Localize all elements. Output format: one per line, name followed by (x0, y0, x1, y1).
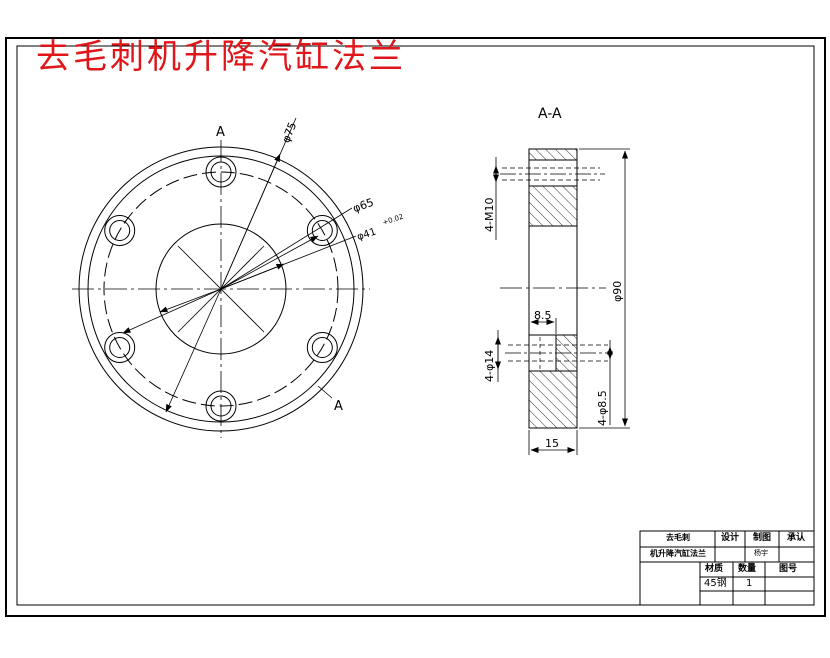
title-block-material-value: 45钢 (704, 578, 727, 589)
title-block-design-label: 设计 (721, 533, 740, 543)
dim-height-label: φ90 (611, 281, 624, 302)
dim-bolt-ray-arrow (220, 235, 319, 290)
hatch-bottom-block (528, 370, 578, 429)
bolt-hole-outer (306, 215, 338, 246)
dim-thread-label: 4-M10 (483, 198, 496, 232)
bolt-hole-outer (306, 332, 338, 363)
dim-bolt-ray-back (122, 288, 222, 334)
hatch-top-strip (528, 148, 578, 161)
title-block-material-label: 材质 (705, 564, 724, 574)
dim-inner-ray-arrow (220, 263, 285, 290)
dim-hole-label: 4-φ8.5 (596, 390, 609, 426)
hatch-upper-block (528, 185, 578, 227)
dimension-rays (122, 117, 357, 413)
dim-cb-width-label: 8.5 (534, 309, 552, 322)
dim-thickness-label: 15 (545, 437, 559, 450)
bolt-hole-inner (109, 220, 131, 241)
outer-border (5, 37, 826, 617)
bolt-hole-inner (210, 161, 232, 183)
title-block-grid (639, 530, 815, 606)
bolt-hole-inner (210, 395, 232, 417)
bolt-holes (104, 156, 338, 422)
section-label: A-A (538, 106, 562, 122)
section-mark-leader (317, 385, 333, 399)
dim-inner-tolerance: +0.02 (382, 213, 405, 227)
title-block-quantity-value: 1 (746, 578, 753, 589)
title-block-name-line1: 去毛刺 (666, 533, 690, 542)
dim-counterbore-label: 4-φ14 (483, 350, 496, 382)
bolt-hole-outer (104, 215, 136, 246)
bolt-hole-outer (205, 156, 237, 188)
dim-outer-label: φ75 (279, 120, 299, 145)
bolt-hole-inner (311, 337, 333, 358)
dim-bolt-circle-label: φ65 (351, 196, 375, 215)
bolt-hole-inner (109, 337, 131, 358)
section-view (493, 148, 630, 455)
title-block-quantity-label: 数量 (738, 564, 757, 574)
plan-view (72, 117, 370, 438)
dim-outer-ray-arrow (220, 153, 281, 290)
bolt-hole-outer (205, 390, 237, 422)
title-block-draw-label: 制图 (753, 533, 772, 543)
section-mark-bottom: A (334, 399, 343, 414)
title-block-drawer-name: 杨宇 (754, 549, 768, 557)
bolt-hole-inner (311, 220, 333, 241)
bolt-hole-outer (104, 332, 136, 363)
section-mark-top: A (216, 125, 225, 140)
dim-outer-ray-back (165, 288, 222, 413)
title-block-name-line2: 机升降汽缸法兰 (650, 549, 706, 558)
dim-inner-ray-back (159, 288, 222, 313)
dim-bolt-ray (220, 207, 353, 290)
inner-border (16, 45, 815, 606)
dim-inner-label: φ41 (356, 227, 378, 243)
title-block-approve-label: 承认 (787, 533, 806, 543)
drawing-title: 去毛刺机升降汽缸法兰 (36, 37, 406, 77)
title-block-drawing-no-label: 图号 (779, 564, 798, 574)
